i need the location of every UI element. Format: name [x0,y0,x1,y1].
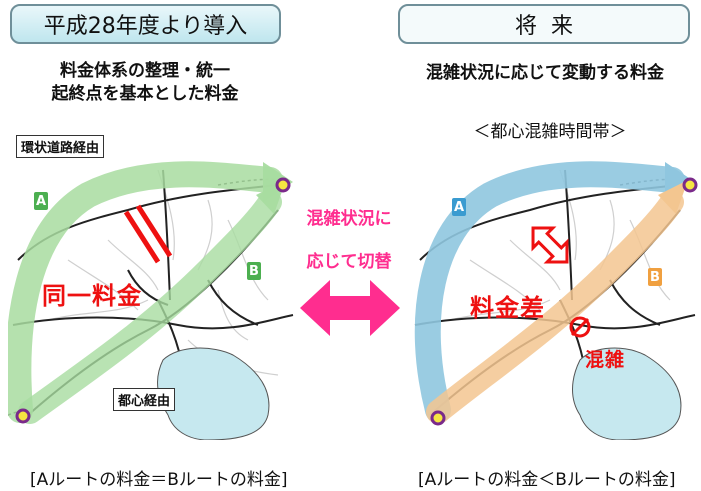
center-line-1: 混雑状況に [306,209,392,229]
left-ring-tag: 環状道路経由 [16,135,105,158]
double-arrow-icon [300,280,400,336]
right-price-label: 料金差 [470,294,545,322]
right-time-label: ＜都心混雑時間帯＞ [473,122,627,142]
right-subtitle: 混雑状況に応じて変動する料金 [426,63,664,83]
right-route-b-badge: B [648,268,662,286]
left-center-tag: 都心経由 [113,388,176,411]
right-map [414,161,698,440]
left-subtitle-line-1: 料金体系の整理・統一 [60,61,230,81]
left-caption: [Aルートの料金＝Bルートの料金] [30,470,288,490]
left-subtitle-line-2: 起終点を基本とした料金 [51,84,239,104]
left-header: 平成28年度より導入 [10,4,281,44]
right-header: 将来 [398,4,690,44]
left-map [8,161,294,440]
right-caption: [Aルートの料金＜Bルートの料金] [418,470,676,490]
right-congestion-label: 混雑 [585,349,626,371]
left-subtitle: 料金体系の整理・統一 起終点を基本とした料金 [20,60,270,106]
center-line-2: 応じて切替 [306,252,392,272]
right-route-a-badge: A [452,198,466,216]
left-route-b-badge: B [247,262,261,280]
left-route-a-badge: A [34,192,48,210]
left-price-label: 同一料金 [42,282,142,310]
